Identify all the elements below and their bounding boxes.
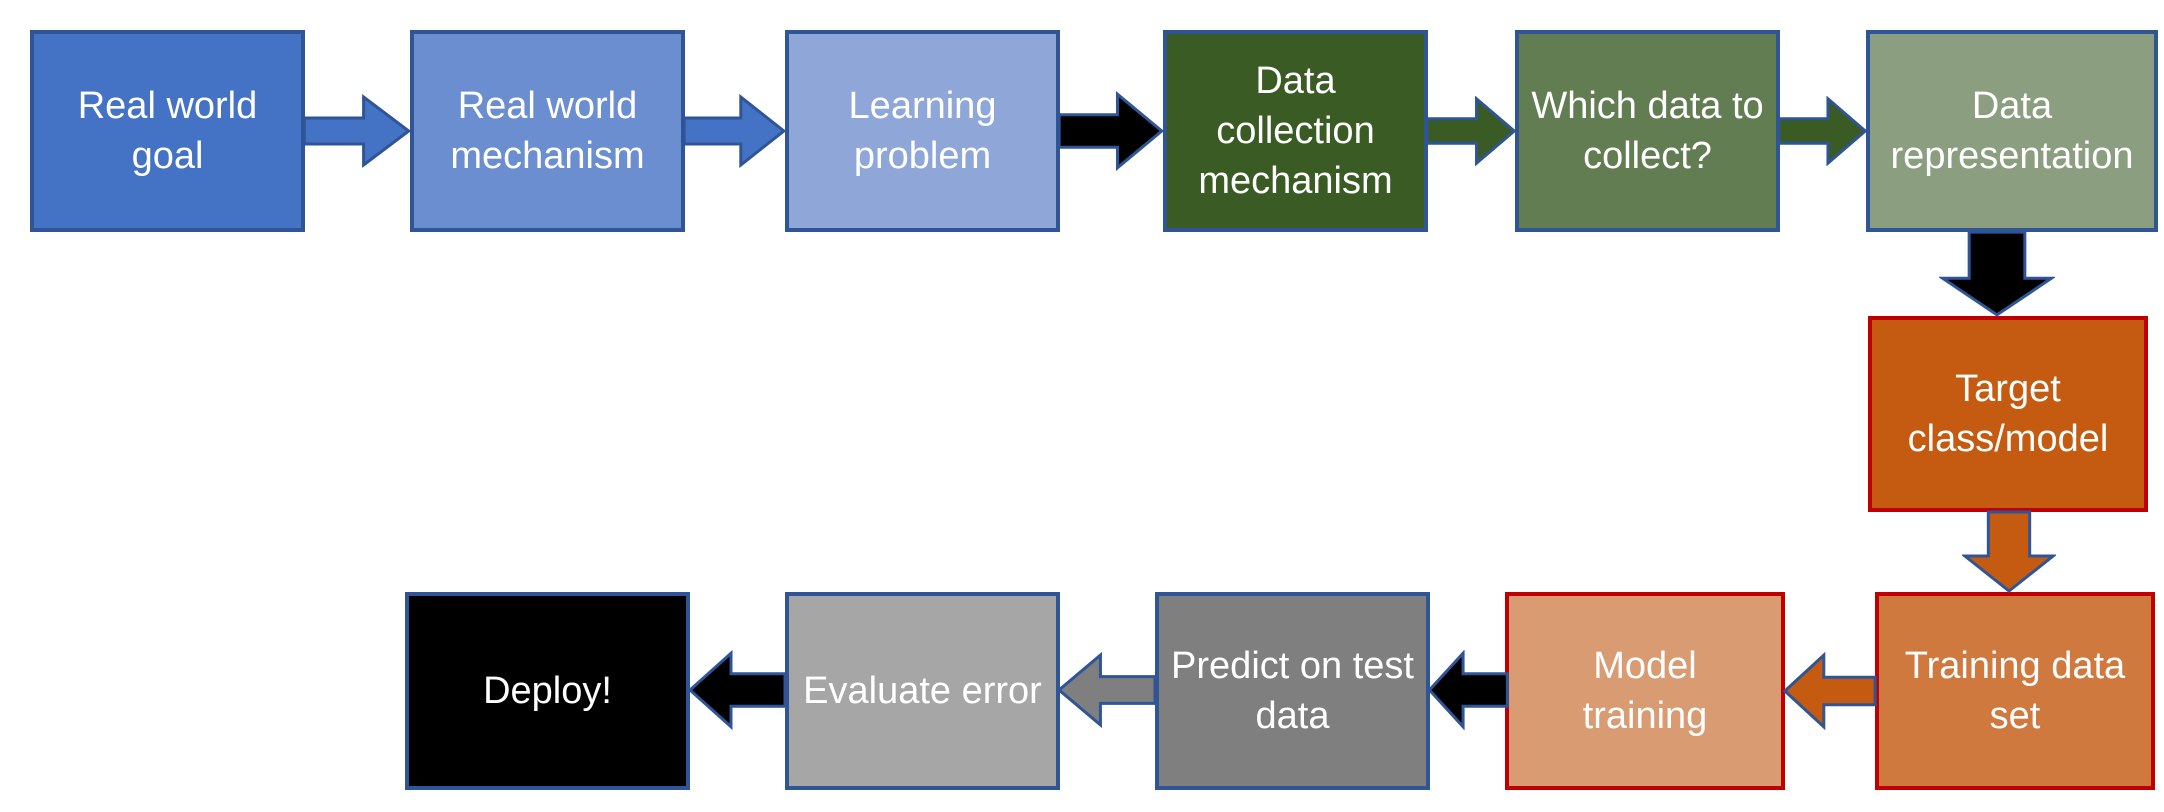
node-data-collection-mechanism: Data collection mechanism — [1163, 30, 1428, 232]
node-deploy: Deploy! — [405, 592, 690, 790]
arrow-target-to-training-icon — [1962, 510, 2056, 594]
node-evaluate-error: Evaluate error — [785, 592, 1060, 790]
node-label: Deploy! — [483, 669, 612, 712]
arrow-collection-to-which-data-icon — [1425, 96, 1517, 166]
arrow-representation-to-target-icon — [1939, 230, 2055, 318]
arrow-mechanism-to-learning-icon — [682, 94, 787, 168]
node-label: Data representation — [1890, 84, 2134, 177]
node-label: Real world mechanism — [450, 84, 645, 177]
node-label: Data collection mechanism — [1198, 59, 1393, 203]
arrow-which-data-to-representation-icon — [1777, 96, 1868, 166]
node-target-class-model: Target class/model — [1868, 316, 2148, 512]
node-learning-problem: Learning problem — [785, 30, 1060, 232]
node-predict-on-test-data: Predict on test data — [1155, 592, 1430, 790]
node-which-data-to-collect: Which data to collect? — [1515, 30, 1780, 232]
arrow-training-to-model-icon — [1782, 652, 1877, 730]
node-data-representation: Data representation — [1866, 30, 2158, 232]
node-real-world-mechanism: Real world mechanism — [410, 30, 685, 232]
node-training-data-set: Training data set — [1875, 592, 2155, 790]
node-label: Real world goal — [77, 84, 258, 177]
arrow-goal-to-mechanism-icon — [302, 94, 412, 168]
node-label: Learning problem — [848, 84, 997, 177]
arrow-predict-to-evaluate-icon — [1056, 652, 1157, 728]
arrow-model-to-predict-icon — [1427, 650, 1509, 730]
arrow-learning-to-collection-icon — [1057, 91, 1165, 171]
node-label: Which data to collect? — [1531, 84, 1764, 177]
node-label: Training data set — [1904, 644, 2126, 737]
node-real-world-goal: Real world goal — [30, 30, 305, 232]
node-label: Target class/model — [1907, 367, 2109, 460]
node-label: Predict on test data — [1171, 644, 1414, 737]
node-model-training: Model training — [1505, 592, 1785, 790]
node-label: Evaluate error — [803, 669, 1042, 712]
arrow-evaluate-to-deploy-icon — [687, 650, 787, 730]
node-label: Model training — [1582, 644, 1708, 737]
